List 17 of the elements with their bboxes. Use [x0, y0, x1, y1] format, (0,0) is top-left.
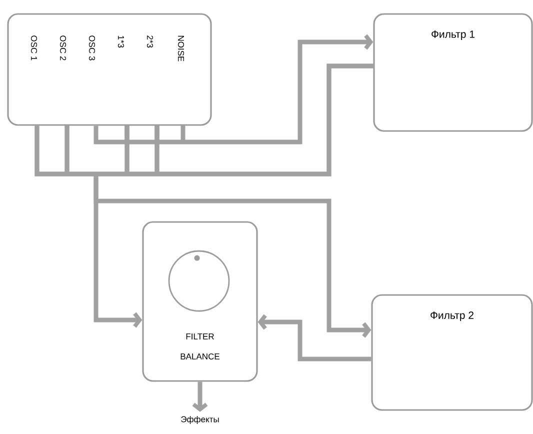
channel-label: 2*3 — [147, 36, 153, 48]
arrow — [258, 314, 372, 362]
arrow — [192, 382, 208, 412]
balance-box — [142, 221, 258, 382]
channel-label: OSC 2 — [60, 36, 66, 60]
box-title: Фильтр 1 — [432, 30, 474, 40]
channel-label: NOISE — [178, 36, 184, 62]
filter-box — [373, 13, 533, 132]
channel-label: OSC 1 — [31, 36, 37, 60]
box-title: Фильтр 2 — [430, 312, 474, 322]
arrow — [94, 34, 374, 144]
channel-label: OSC 3 — [89, 36, 95, 60]
output-label: Эффекты — [181, 416, 219, 424]
filter-box — [371, 294, 533, 411]
box-label: FILTER BALANCE — [180, 334, 220, 360]
channel-label: 1*3 — [118, 36, 124, 48]
mixer-box — [7, 13, 212, 126]
